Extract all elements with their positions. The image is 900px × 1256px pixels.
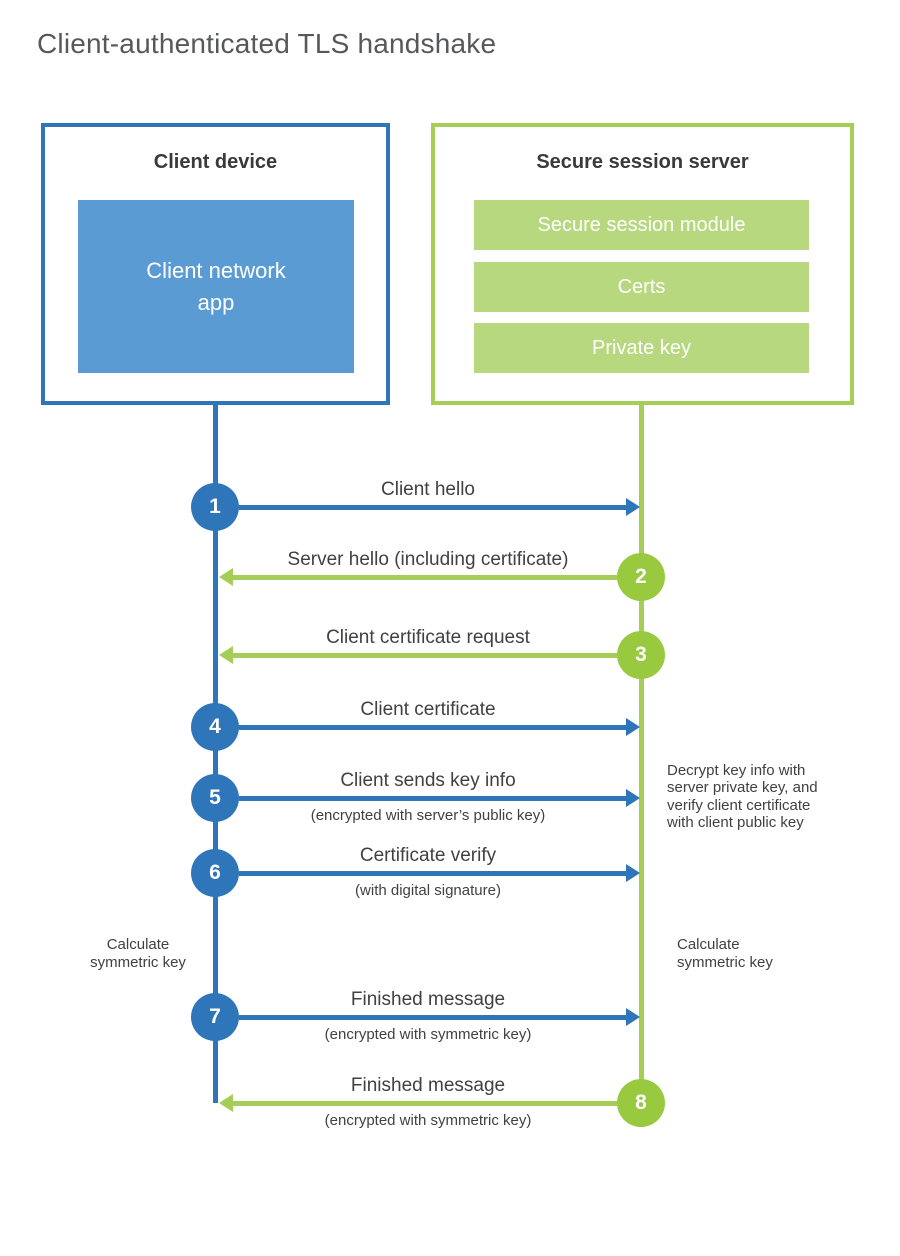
server-title: Secure session server bbox=[536, 151, 749, 173]
handshake-step-8: 8 Finished message (encrypted with symme… bbox=[0, 1075, 900, 1129]
arrow-left-icon bbox=[219, 568, 233, 586]
server-module-private-key: Private key bbox=[474, 323, 809, 373]
step-number-badge: 5 bbox=[191, 774, 239, 822]
message-label: Server hello (including certificate) bbox=[287, 549, 569, 570]
message-label: Client certificate request bbox=[326, 627, 530, 648]
step-number-badge: 3 bbox=[617, 631, 665, 679]
handshake-step-6: 6 Certificate verify (with digital signa… bbox=[0, 845, 900, 899]
message-sublabel: (encrypted with symmetric key) bbox=[324, 1026, 532, 1043]
step-number-badge: 2 bbox=[617, 553, 665, 601]
message-sublabel: (encrypted with symmetric key) bbox=[324, 1112, 532, 1129]
step-number-badge: 1 bbox=[191, 483, 239, 531]
arrow-left-icon bbox=[219, 646, 233, 664]
server-module-secure-session: Secure session module bbox=[474, 200, 809, 250]
client-device-box: Client device Client network app bbox=[41, 123, 390, 405]
message-label: Certificate verify bbox=[359, 845, 497, 866]
calculate-symmetric-key-note-client: Calculate symmetric key bbox=[90, 936, 186, 971]
handshake-step-3: 3 Client certificate request bbox=[0, 627, 900, 679]
handshake-step-7: 7 Finished message (encrypted with symme… bbox=[0, 989, 900, 1043]
arrow-shaft bbox=[239, 725, 627, 730]
calculate-symmetric-key-note-server: Calculate symmetric key bbox=[677, 936, 773, 971]
arrow-right-icon bbox=[626, 864, 640, 882]
message-label: Finished message bbox=[350, 1075, 506, 1096]
arrow-shaft bbox=[239, 871, 627, 876]
message-label: Client sends key info bbox=[340, 770, 516, 791]
message-label: Client hello bbox=[381, 479, 475, 500]
arrow-right-icon bbox=[626, 498, 640, 516]
message-label: Client certificate bbox=[360, 699, 496, 720]
secure-session-server-box: Secure session server Secure session mod… bbox=[431, 123, 854, 405]
arrow-shaft bbox=[231, 653, 617, 658]
step-number-badge: 8 bbox=[617, 1079, 665, 1127]
handshake-step-4: 4 Client certificate bbox=[0, 699, 900, 751]
message-sublabel: (encrypted with server’s public key) bbox=[310, 807, 546, 824]
client-network-app-box: Client network app bbox=[78, 200, 354, 373]
server-module-certs: Certs bbox=[474, 262, 809, 312]
arrow-shaft bbox=[239, 796, 627, 801]
server-lifeline bbox=[639, 405, 644, 1127]
message-label: Finished message bbox=[350, 989, 506, 1010]
decrypt-key-note: Decrypt key info with server private key… bbox=[667, 762, 818, 831]
message-sublabel: (with digital signature) bbox=[355, 882, 501, 899]
arrow-left-icon bbox=[219, 1094, 233, 1112]
client-lifeline bbox=[213, 405, 218, 1103]
step-number-badge: 7 bbox=[191, 993, 239, 1041]
arrow-shaft bbox=[231, 575, 617, 580]
arrow-shaft bbox=[239, 505, 627, 510]
handshake-step-2: 2 Server hello (including certificate) bbox=[0, 549, 900, 601]
arrow-right-icon bbox=[626, 718, 640, 736]
arrow-shaft bbox=[239, 1015, 627, 1020]
arrow-shaft bbox=[231, 1101, 617, 1106]
handshake-step-5: 5 Client sends key info (encrypted with … bbox=[0, 770, 900, 824]
arrow-right-icon bbox=[626, 789, 640, 807]
page-title: Client-authenticated TLS handshake bbox=[37, 28, 497, 59]
handshake-step-1: 1 Client hello bbox=[0, 479, 900, 531]
step-number-badge: 6 bbox=[191, 849, 239, 897]
client-device-title: Client device bbox=[153, 151, 278, 173]
arrow-right-icon bbox=[626, 1008, 640, 1026]
step-number-badge: 4 bbox=[191, 703, 239, 751]
